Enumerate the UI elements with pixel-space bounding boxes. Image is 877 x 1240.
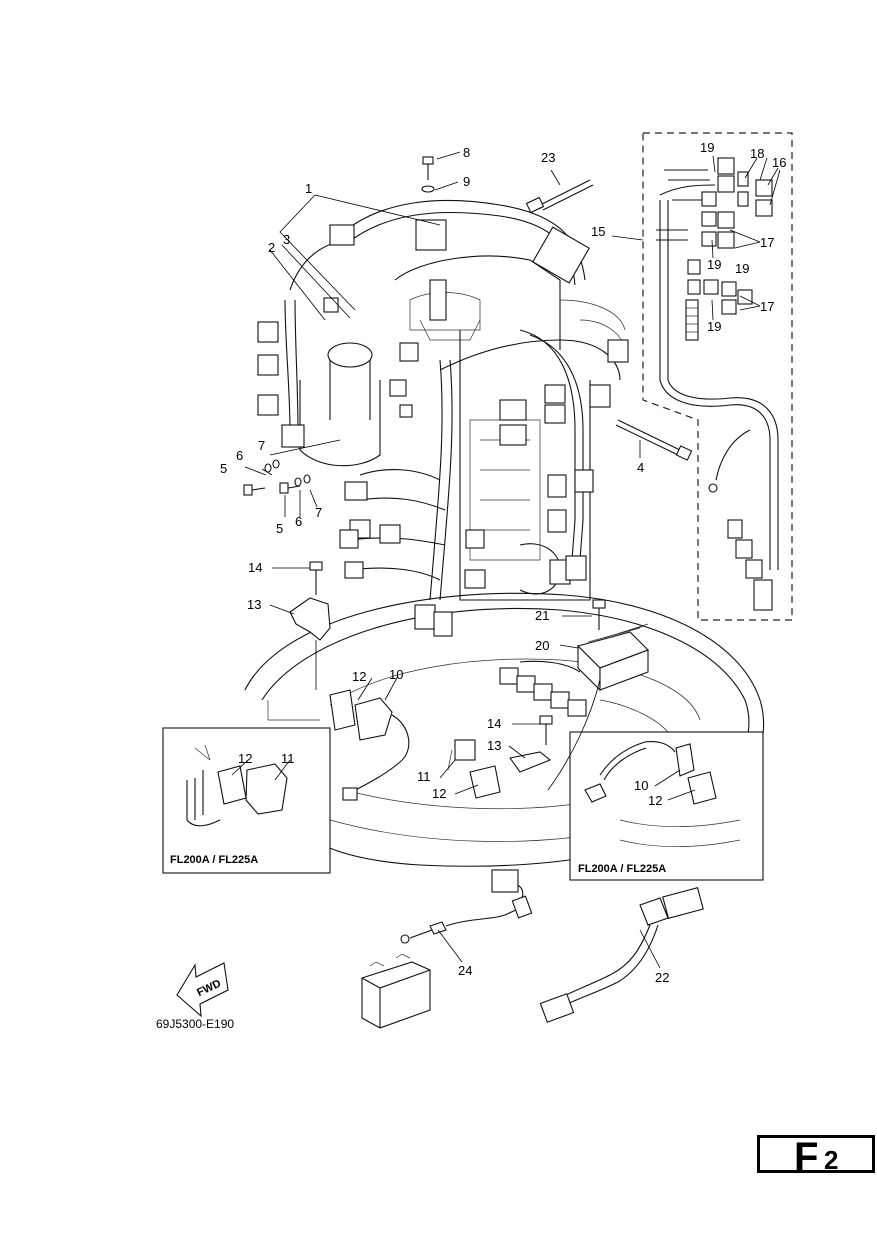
callout-17a: 17	[760, 235, 774, 250]
callout-10b: 10	[634, 778, 648, 793]
callout-6b: 6	[295, 514, 302, 529]
leader-lines	[231, 151, 781, 969]
callout-19d: 19	[707, 319, 721, 334]
callout-13a: 13	[247, 597, 261, 612]
callout-24: 24	[458, 963, 472, 978]
sub-harness-box	[642, 132, 793, 621]
battery-cable	[361, 869, 533, 1029]
main-view-grommets	[329, 689, 501, 801]
fwd-arrow-icon: FWD	[176, 962, 229, 1018]
page-badge-letter: F	[794, 1135, 819, 1179]
page-badge-number: 2	[824, 1145, 839, 1175]
callout-21: 21	[535, 608, 549, 623]
callout-16: 16	[772, 155, 786, 170]
connector-blocks	[257, 224, 629, 637]
rectifier-regulator	[499, 623, 649, 717]
callout-11a: 11	[417, 769, 431, 784]
fasteners	[243, 156, 606, 745]
callout-12d: 12	[648, 793, 662, 808]
callout-11b: 11	[281, 751, 295, 766]
callout-22: 22	[655, 970, 669, 985]
callout-19a: 19	[700, 140, 714, 155]
inset-right-caption: FL200A / FL225A	[578, 863, 666, 875]
callout-5a: 5	[220, 461, 227, 476]
inset-right: FL200A / FL225A	[569, 731, 764, 881]
callout-17b: 17	[760, 299, 774, 314]
callout-13b: 13	[487, 738, 501, 753]
callout-15: 15	[591, 224, 605, 239]
callout-14a: 14	[248, 560, 262, 575]
callout-6a: 6	[236, 448, 243, 463]
callout-18: 18	[750, 146, 764, 161]
engine-block	[299, 255, 591, 601]
callout-23: 23	[541, 150, 555, 165]
inset-left-caption: FL200A / FL225A	[170, 854, 258, 866]
wiring-harness	[284, 199, 626, 601]
callout-19b: 19	[707, 257, 721, 272]
callout-7a: 7	[258, 438, 265, 453]
callout-1: 1	[305, 181, 312, 196]
callout-9: 9	[463, 174, 470, 189]
callout-numbers: 1 2 3 4 5 5 6 6 7 7 8 9 10 10 11 11 12 1…	[220, 140, 786, 985]
harness-22	[539, 887, 704, 1023]
callout-5b: 5	[276, 521, 283, 536]
callout-19c: 19	[735, 261, 749, 276]
callout-12a: 12	[352, 669, 366, 684]
callout-4: 4	[637, 460, 644, 475]
page-badge: F 2	[757, 1135, 875, 1179]
callout-3: 3	[283, 232, 290, 247]
callout-12c: 12	[238, 751, 252, 766]
callout-10a: 10	[389, 667, 403, 682]
callout-14b: 14	[487, 716, 501, 731]
callout-7b: 7	[315, 505, 322, 520]
drawing-code: 69J5300-E190	[156, 1017, 234, 1031]
inset-left: FL200A / FL225A	[162, 727, 331, 874]
callout-8: 8	[463, 145, 470, 160]
cable-ties	[525, 179, 693, 461]
callout-2: 2	[268, 240, 275, 255]
callout-12b: 12	[432, 786, 446, 801]
bracket-13	[289, 597, 552, 773]
callout-20: 20	[535, 638, 549, 653]
